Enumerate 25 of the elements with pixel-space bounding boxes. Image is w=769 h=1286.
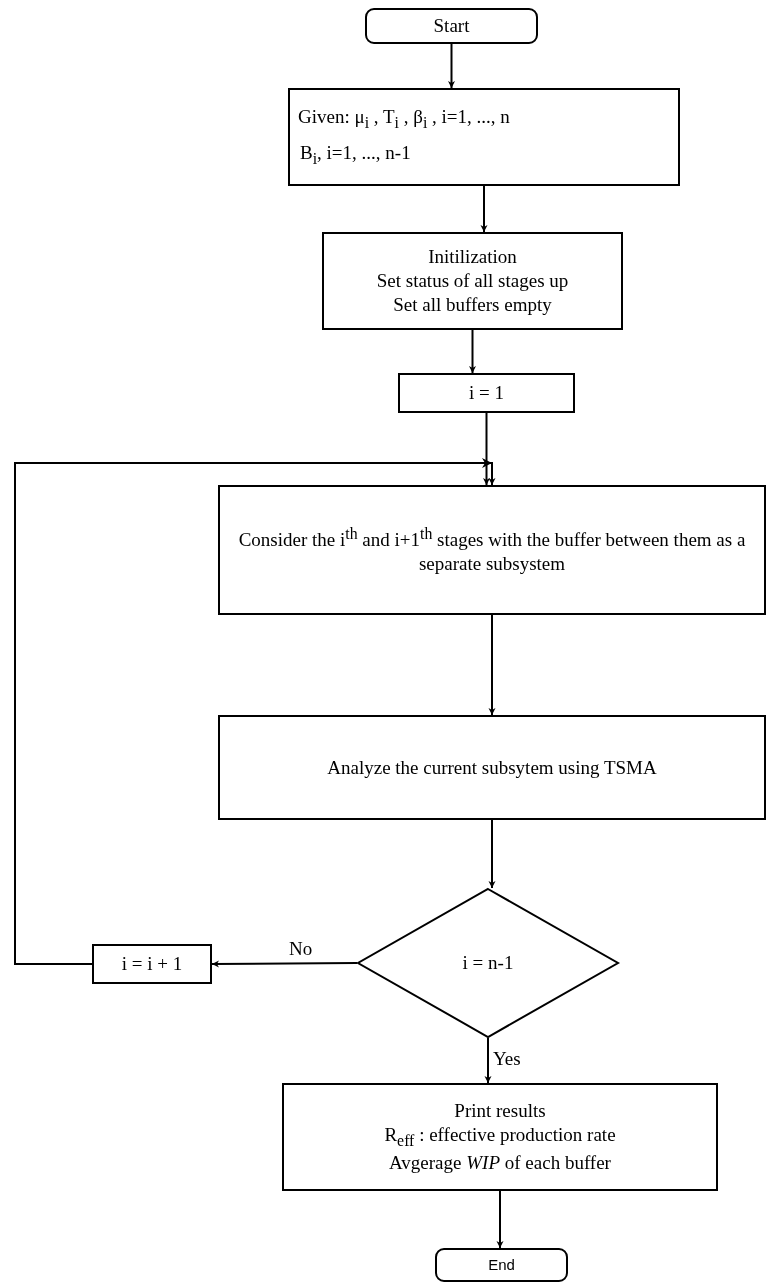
result-text: Avgerage WIP of each buffer (389, 1150, 611, 1175)
output-box (282, 1083, 718, 1191)
given-text: B$_{i}$, i=1, ..., n-1 (300, 141, 411, 169)
process-box (218, 485, 766, 615)
step-title: Print results (454, 1099, 546, 1124)
process-box (398, 373, 575, 413)
step-title: Initilization (428, 245, 517, 270)
terminal-label: Start (433, 14, 470, 38)
start-terminal (365, 8, 538, 44)
decision-diamond (357, 888, 619, 1038)
process-box (218, 715, 766, 820)
input-box (288, 88, 680, 186)
step-text: Analyze the current subsytem using TSMA (327, 755, 657, 780)
condition-text: i = n-1 (462, 951, 514, 975)
process-box (322, 232, 623, 330)
step-text: i = i + 1 (121, 952, 183, 976)
terminal-label: End (488, 1255, 515, 1275)
result-text: R$_{eff}$ : effective production rate (384, 1123, 616, 1151)
step-text: Set status of all stages up (376, 269, 569, 293)
process-box (92, 944, 212, 984)
end-terminal (435, 1248, 568, 1282)
step-text: i = 1 (469, 381, 504, 405)
given-text: Given: μ$_{i}$ , T$_{i}$ , β$_{i}$ , i=1, ..., n (298, 105, 510, 133)
step-text: Set all buffers empty (393, 292, 552, 317)
step-text: Consider the i$^{th}$ and i+1$^{th}$ stages with the buffer between them as a separate subsystem (237, 524, 747, 576)
